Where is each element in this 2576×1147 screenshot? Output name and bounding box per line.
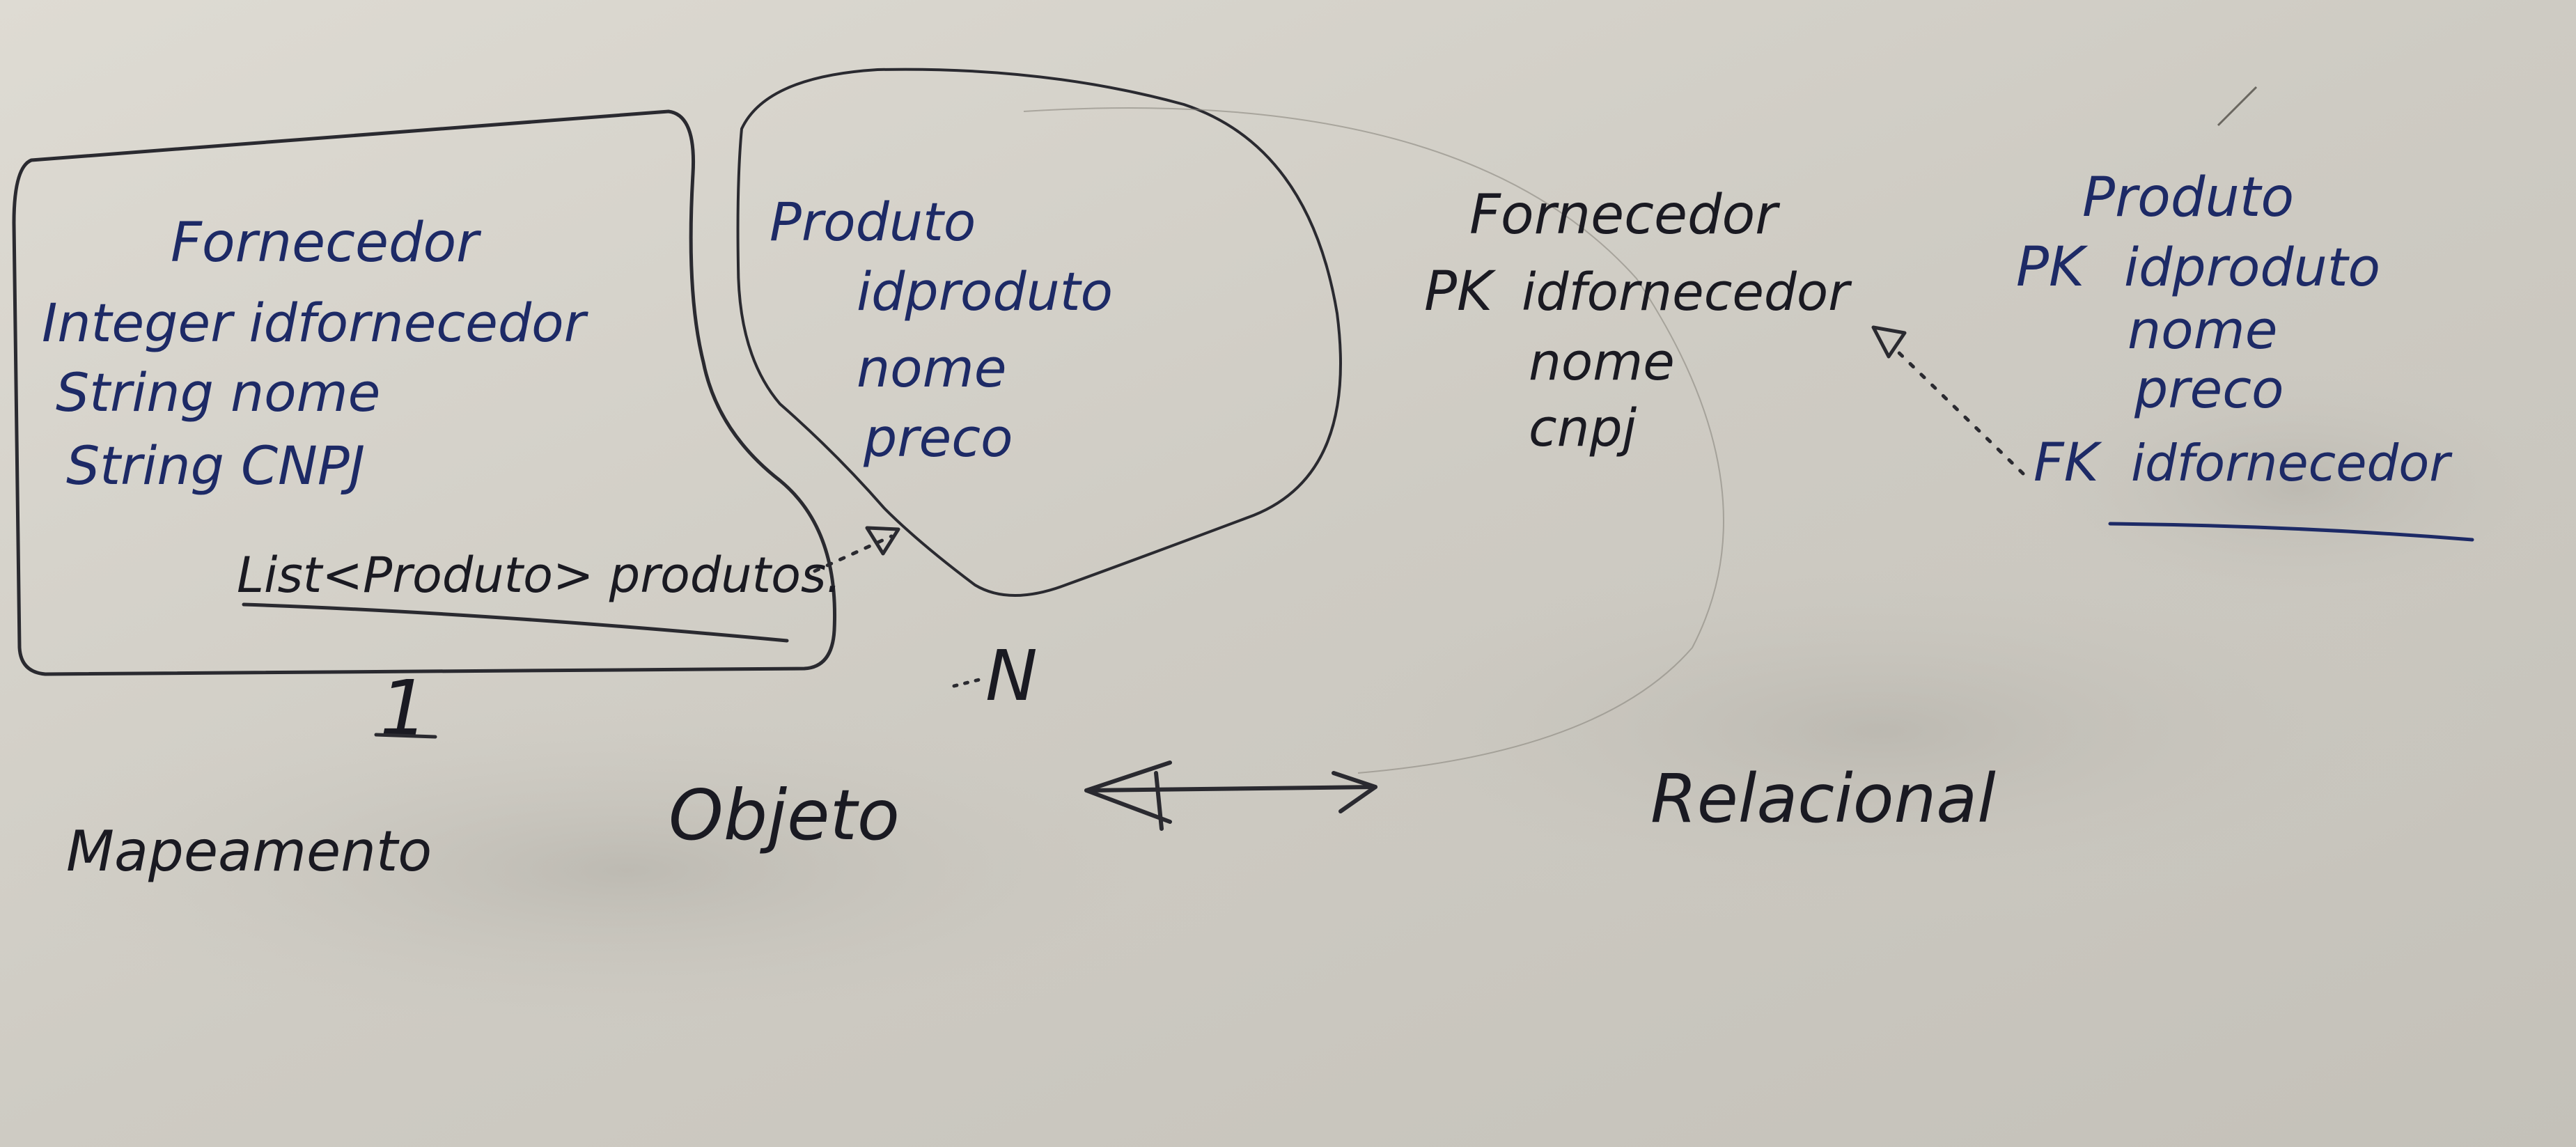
produto-class-field: preco — [863, 407, 1013, 469]
fornecedor-class-field: Integer idfornecedor — [42, 292, 589, 354]
caption-mapeamento: Mapeamento — [66, 819, 432, 884]
multiplicity-one-underline — [374, 733, 437, 739]
produto-table-title: Produto — [2082, 166, 2294, 229]
fornecedor-table-pk-label: PK — [1424, 260, 1497, 323]
list-to-produto-arrow — [813, 534, 893, 573]
produto-class-field: nome — [857, 337, 1006, 399]
fornecedor-class-field: String nome — [56, 361, 380, 423]
arrow-head — [865, 526, 900, 556]
fornecedor-table-title: Fornecedor — [1469, 184, 1781, 247]
fornecedor-class-field: String CNPJ — [66, 435, 365, 497]
produto-class-field: idproduto — [857, 260, 1113, 322]
list-field-underline — [242, 602, 789, 643]
bidirectional-arrow-right-head — [1332, 771, 1377, 813]
produto-table-fk-field: idfornecedor — [2131, 434, 2453, 492]
produto-class-box — [736, 68, 1342, 597]
produto-table-field: preco — [2134, 358, 2284, 420]
fornecedor-table-field: cnpj — [1529, 398, 1637, 458]
faint-arc — [1023, 107, 1724, 774]
caption-objeto: Objeto — [669, 774, 900, 856]
produto-table-underline — [2108, 522, 2474, 542]
fk-to-pk-arrow — [1892, 346, 2025, 476]
produto-table-pk-field: idproduto — [2124, 236, 2380, 298]
board-smudge — [0, 689, 1254, 1052]
fornecedor-class-list-field: List<Produto> produtos. — [237, 547, 842, 604]
multiplicity-many: N — [985, 635, 1038, 717]
fornecedor-table-field: nome — [1529, 332, 1675, 392]
produto-table-pk-label: PK — [2016, 236, 2089, 299]
multiplicity-many-dots — [952, 677, 984, 688]
fk-arrow-head — [1871, 325, 1907, 359]
caption-relacional: Relacional — [1650, 760, 1996, 838]
multiplicity-one: 1 — [380, 664, 428, 753]
produto-class-title: Produto — [770, 191, 976, 253]
faint-slash — [2217, 86, 2258, 127]
fornecedor-table-pk-field: idfornecedor — [1522, 263, 1852, 322]
produto-table-fk-label: FK — [2034, 431, 2102, 493]
produto-table-field: nome — [2128, 299, 2277, 361]
fornecedor-class-box — [12, 109, 837, 676]
fornecedor-class-title: Fornecedor — [171, 212, 482, 274]
board-smudge — [1985, 348, 2576, 627]
bidirectional-arrow — [1084, 785, 1377, 793]
bidirectional-arrow-left-head — [1084, 760, 1172, 824]
board-smudge — [1254, 536, 2507, 926]
bidirectional-arrow-tick — [1154, 771, 1164, 831]
